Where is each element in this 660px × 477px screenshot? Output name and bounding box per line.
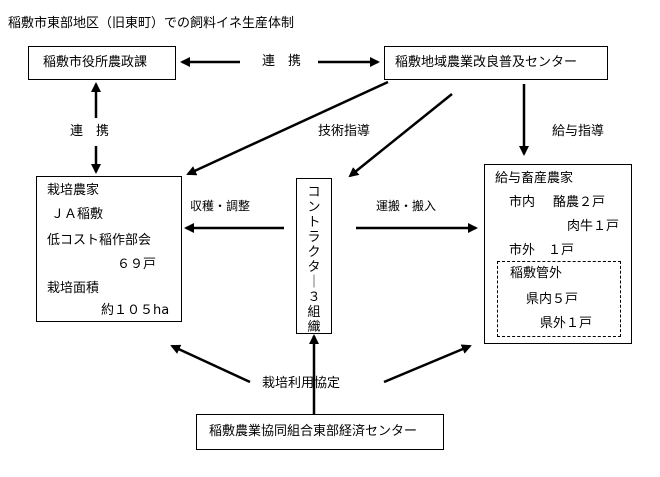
contractor-char: ト	[307, 215, 321, 230]
contractor-char: コ	[307, 185, 321, 200]
livestock-farmers-box: 給与畜産農家 市内 酪農２戸 肉牛１戸 市外 １戸 稲敷管外 県内５戸 県外１戸	[484, 164, 632, 344]
farmers-heading: 栽培農家	[47, 183, 100, 198]
farmers-area-value: 約１０５ha	[101, 303, 170, 318]
ja-center-label: 稲敷農業協同組合東部経済センター	[209, 424, 418, 439]
contractor-char: ン	[307, 200, 321, 215]
livestock-in-city-label: 市内	[509, 195, 536, 210]
arrow-tech-to-farmers	[186, 80, 389, 176]
livestock-beef: 肉牛１戸	[567, 219, 620, 234]
contractor-char: 織	[307, 320, 321, 335]
city-office-box: 稲敷市役所農政課	[28, 46, 176, 80]
arrow-agreement-to-farmers	[170, 344, 251, 384]
inashiki-out-pref: 県外１戸	[540, 316, 593, 331]
extension-center-label: 稲敷地域農業改良普及センター	[395, 55, 578, 70]
farmers-org: ＪＡ稲敷	[51, 207, 104, 222]
diagram-title: 稲敷市東部地区（旧東町）での飼料イネ生産体制	[8, 16, 295, 31]
contractor-char: タ	[307, 260, 321, 275]
harvest-label: 収穫・調整	[190, 199, 251, 213]
contractor-char: 組	[307, 305, 321, 320]
livestock-out-city: 市外 １戸	[509, 243, 575, 258]
contractor-char: ３	[307, 290, 321, 305]
transport-label: 運搬・搬入	[376, 199, 437, 213]
ja-center-box: 稲敷農業協同組合東部経済センター	[196, 414, 444, 450]
contractor-char: ｜	[307, 275, 321, 290]
arrow-tech-to-contractor	[348, 93, 453, 178]
cultivation-agreement-label: 栽培利用協定	[262, 376, 341, 391]
feeding-guidance-label: 給与指導	[552, 124, 605, 139]
cooperation-top-label: 連 携	[262, 54, 302, 69]
inashiki-out-heading: 稲敷管外	[510, 266, 563, 281]
contractor-char: ク	[307, 245, 321, 260]
cultivating-farmers-box: 栽培農家 ＪＡ稲敷 低コスト稲作部会 ６９戸 栽培面積 約１０５ha	[36, 176, 182, 322]
livestock-heading: 給与畜産農家	[495, 171, 574, 186]
farmers-households: ６９戸	[117, 257, 157, 272]
farmers-area-label: 栽培面積	[47, 281, 100, 296]
technical-guidance-label: 技術指導	[318, 124, 371, 139]
inashiki-out-box: 稲敷管外 県内５戸 県外１戸	[497, 261, 621, 337]
livestock-dairy: 酪農２戸	[553, 195, 606, 210]
contractor-char: ラ	[307, 230, 321, 245]
extension-center-box: 稲敷地域農業改良普及センター	[384, 46, 608, 80]
cooperation-left-label: 連 携	[70, 124, 110, 139]
city-office-label: 稲敷市役所農政課	[43, 55, 148, 70]
inashiki-in-pref: 県内５戸	[526, 292, 579, 307]
farmers-group: 低コスト稲作部会	[47, 233, 152, 248]
arrow-agreement-to-livestock	[383, 344, 472, 384]
